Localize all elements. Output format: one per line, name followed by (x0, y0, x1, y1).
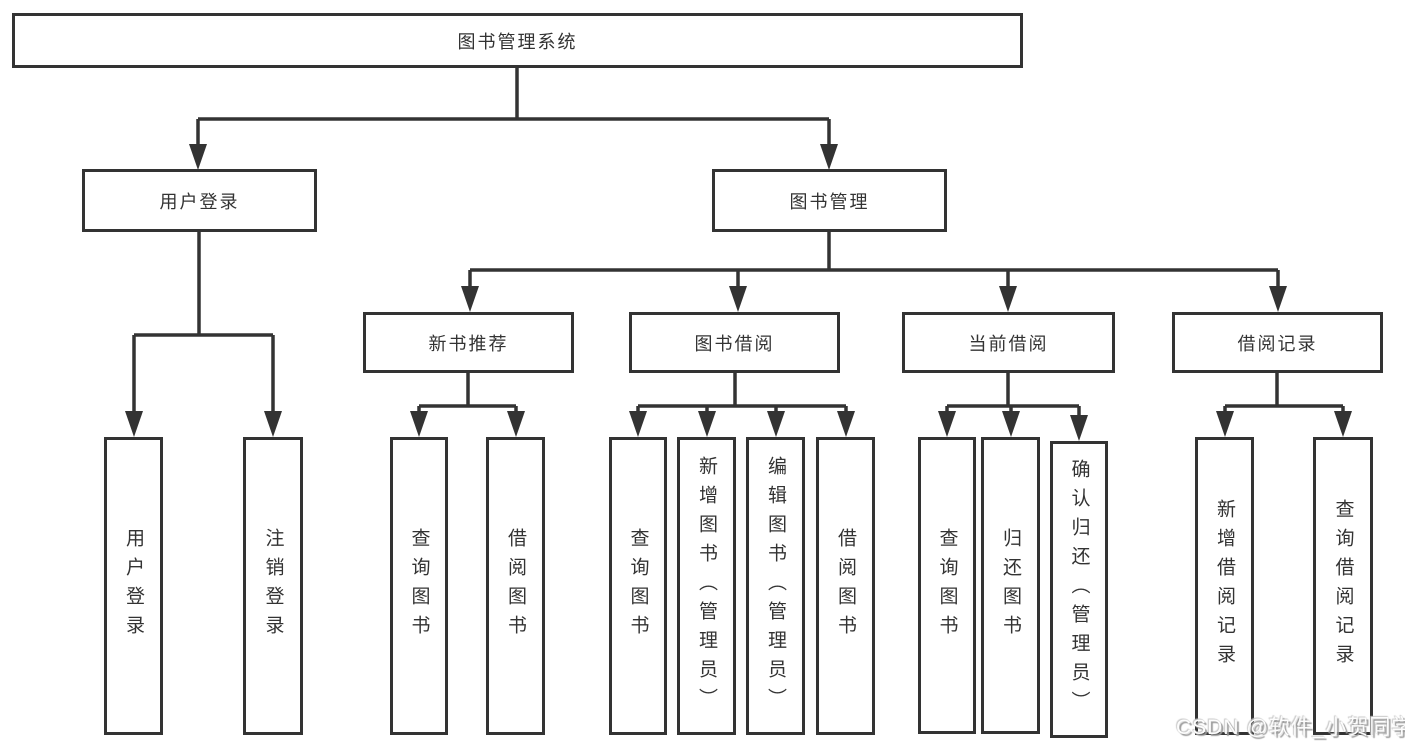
leaf-query-borrow-record: 查询借阅记录 (1313, 437, 1373, 735)
node-user-login: 用户登录 (82, 169, 317, 232)
leaf-borrow-books-2: 借阅图书 (816, 437, 875, 735)
leaf-borrow-books-1: 借阅图书 (486, 437, 545, 735)
leaf-logout: 注销登录 (243, 437, 303, 735)
node-current-borrowing: 当前借阅 (902, 312, 1115, 373)
leaf-add-books-admin: 新增图书（管理员） (677, 437, 736, 735)
leaf-query-books-2: 查询图书 (609, 437, 667, 735)
leaf-return-books: 归还图书 (981, 437, 1040, 734)
leaf-query-books-1: 查询图书 (390, 437, 448, 735)
node-book-borrowing: 图书借阅 (629, 312, 840, 373)
leaf-confirm-return-admin: 确认归还（管理员） (1050, 441, 1108, 738)
leaf-edit-books-admin: 编辑图书（管理员） (746, 437, 805, 735)
csdn-watermark: CSDN @软件_小贺同学 (1176, 716, 1405, 739)
node-borrowing-records: 借阅记录 (1172, 312, 1383, 373)
leaf-query-books-3: 查询图书 (918, 437, 976, 734)
leaf-user-login: 用户登录 (104, 437, 163, 735)
leaf-add-borrow-record: 新增借阅记录 (1195, 437, 1254, 735)
node-new-book-recommend: 新书推荐 (363, 312, 574, 373)
arrowheads (125, 144, 1352, 441)
node-root-library-management-system: 图书管理系统 (12, 13, 1023, 68)
node-book-management: 图书管理 (712, 169, 947, 232)
